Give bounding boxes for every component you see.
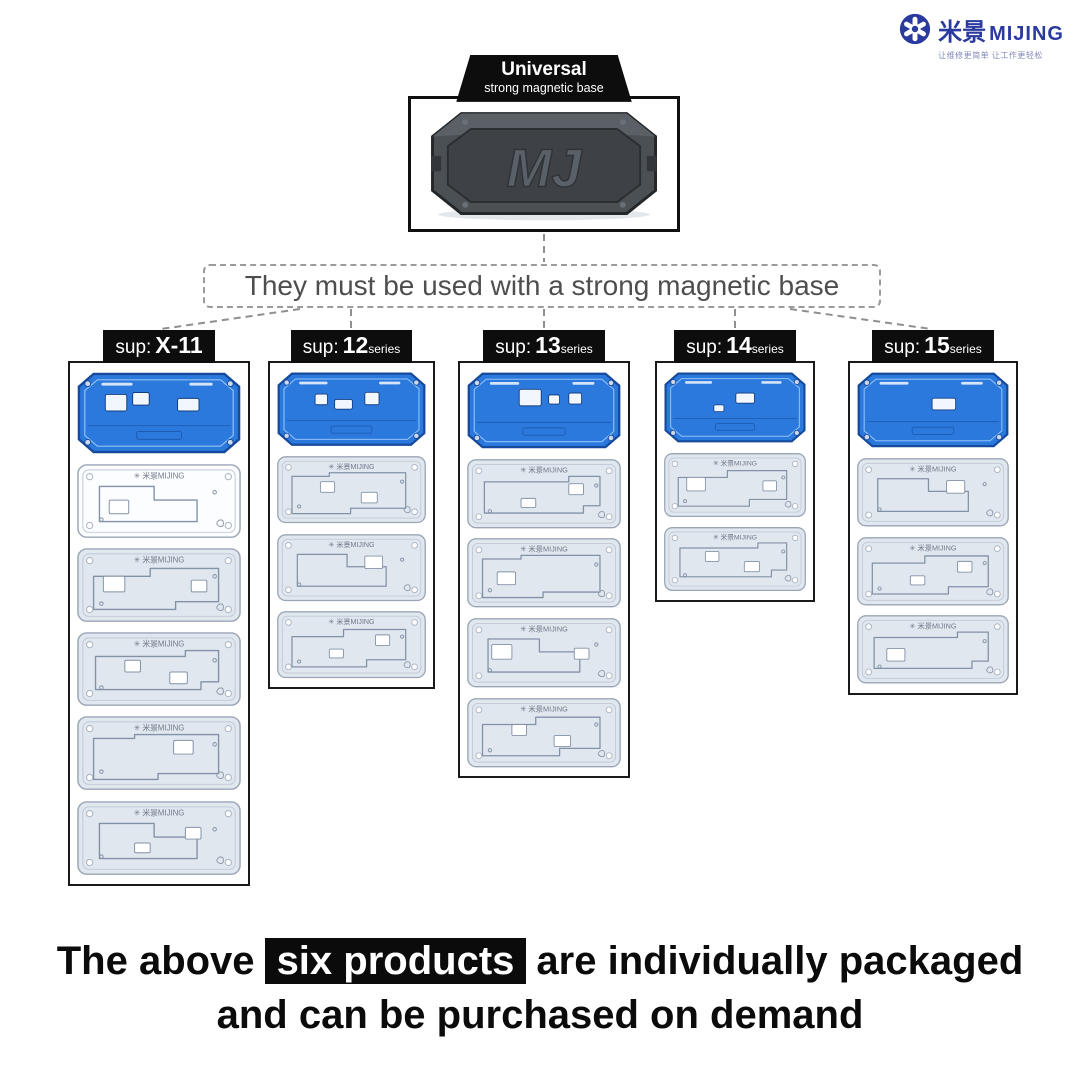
blue-platform-card (856, 371, 1010, 449)
product-column: sup:15series ✳ 米景MIJING ✳ 米景MIJING ✳ 米景M… (848, 330, 1018, 695)
header-model: 15 (924, 332, 950, 358)
footer-line1-before: The above (56, 939, 255, 983)
product-column: sup:13series ✳ 米景MIJING ✳ 米景MIJING ✳ 米景M… (458, 330, 630, 779)
column-header: sup:13series (483, 330, 605, 363)
svg-text:✳ 米景MIJING: ✳ 米景MIJING (520, 545, 568, 554)
header-series: series (751, 342, 784, 356)
svg-text:✳ 米景MIJING: ✳ 米景MIJING (134, 555, 185, 565)
product-column: sup:X-11 ✳ 米景MIJING ✳ 米景MIJING ✳ 米景MIJIN… (68, 330, 250, 886)
svg-text:✳ 米景MIJING: ✳ 米景MIJING (134, 471, 185, 481)
column-header: sup:14series (674, 330, 796, 363)
column-box: ✳ 米景MIJING ✳ 米景MIJING (655, 361, 815, 602)
header-model: 13 (535, 332, 561, 358)
magnetic-base-illustration: MJ (431, 112, 657, 221)
header-model: 14 (726, 332, 752, 358)
header-prefix: sup: (302, 337, 339, 358)
svg-text:✳ 米景MIJING: ✳ 米景MIJING (713, 458, 757, 467)
column-box: ✳ 米景MIJING ✳ 米景MIJING ✳ 米景MIJING ✳ 米景MIJ… (68, 361, 250, 886)
svg-text:✳ 米景MIJING: ✳ 米景MIJING (328, 617, 374, 626)
brand-logo: 米景 MIJING 让维修更简单 让工作更轻松 (898, 12, 1064, 61)
column-box: ✳ 米景MIJING ✳ 米景MIJING ✳ 米景MIJING ✳ 米景MIJ… (458, 361, 630, 779)
svg-text:✳ 米景MIJING: ✳ 米景MIJING (909, 543, 956, 552)
badge-title: Universal (501, 59, 587, 80)
stencil-card: ✳ 米景MIJING (663, 526, 807, 592)
svg-text:✳ 米景MIJING: ✳ 米景MIJING (134, 807, 185, 817)
footer-line2: and can be purchased on demand (216, 993, 864, 1037)
header-series: series (949, 342, 982, 356)
svg-text:✳ 米景MIJING: ✳ 米景MIJING (328, 463, 374, 472)
stencil-card: ✳ 米景MIJING (466, 617, 622, 689)
blue-platform-card (76, 371, 242, 455)
header-prefix: sup: (495, 337, 532, 358)
magnetic-base-image: MJ (408, 96, 680, 232)
universal-badge: Universal strong magnetic base (456, 55, 632, 102)
blue-platform-card (466, 371, 622, 450)
column-box: ✳ 米景MIJING ✳ 米景MIJING ✳ 米景MIJING (848, 361, 1018, 695)
header-prefix: sup: (115, 337, 152, 358)
stencil-card: ✳ 米景MIJING (276, 610, 427, 679)
stencil-card: ✳ 米景MIJING (856, 614, 1010, 685)
header-model: 12 (342, 332, 369, 358)
stencil-card: ✳ 米景MIJING (76, 547, 242, 623)
brand-text: 米景 MIJING 让维修更简单 让工作更轻松 (938, 12, 1064, 61)
mj-emblem: MJ (507, 139, 583, 199)
blue-platform-card (663, 371, 807, 444)
header-series: series (560, 342, 593, 356)
svg-text:✳ 米景MIJING: ✳ 米景MIJING (909, 464, 956, 473)
column-header: sup:15series (872, 330, 994, 363)
column-box: ✳ 米景MIJING ✳ 米景MIJING ✳ 米景MIJING (268, 361, 435, 690)
stencil-card: ✳ 米景MIJING (856, 536, 1010, 607)
callout-note: They must be used with a strong magnetic… (203, 264, 881, 308)
mijing-logo-icon (899, 13, 931, 45)
svg-text:✳ 米景MIJING: ✳ 米景MIJING (520, 704, 568, 713)
stencil-card: ✳ 米景MIJING (76, 800, 242, 876)
svg-text:✳ 米景MIJING: ✳ 米景MIJING (520, 625, 568, 634)
svg-text:✳ 米景MIJING: ✳ 米景MIJING (520, 466, 568, 475)
header-model: X-11 (155, 332, 203, 358)
brand-name-en: MIJING (989, 23, 1064, 45)
brand-slogan: 让维修更简单 让工作更轻松 (938, 51, 1043, 60)
badge-subtitle: strong magnetic base (484, 80, 604, 95)
stencil-card: ✳ 米景MIJING (276, 533, 427, 602)
footer-line1-after: are individually packaged (536, 939, 1024, 983)
stencil-card: ✳ 米景MIJING (663, 452, 807, 518)
svg-text:✳ 米景MIJING: ✳ 米景MIJING (713, 532, 757, 541)
stencil-card: ✳ 米景MIJING (466, 537, 622, 609)
stencil-card: ✳ 米景MIJING (76, 715, 242, 791)
brand-name-cn: 米景 (938, 19, 987, 46)
stencil-card: ✳ 米景MIJING (76, 463, 242, 539)
product-column: sup:14series ✳ 米景MIJING ✳ 米景MIJING (655, 330, 815, 602)
svg-text:✳ 米景MIJING: ✳ 米景MIJING (328, 540, 374, 549)
stencil-card: ✳ 米景MIJING (276, 455, 427, 524)
stencil-card: ✳ 米景MIJING (856, 457, 1010, 528)
blue-platform-card (276, 371, 427, 447)
header-prefix: sup: (686, 337, 723, 358)
svg-text:✳ 米景MIJING: ✳ 米景MIJING (134, 723, 185, 733)
column-header: sup:X-11 (103, 330, 215, 363)
header-series: series (368, 342, 401, 356)
column-header: sup:12series (290, 330, 413, 363)
stencil-card: ✳ 米景MIJING (466, 697, 622, 769)
stencil-card: ✳ 米景MIJING (76, 631, 242, 707)
stencil-card: ✳ 米景MIJING (466, 458, 622, 530)
footer-highlight: six products (264, 938, 527, 984)
header-prefix: sup: (884, 337, 921, 358)
svg-text:✳ 米景MIJING: ✳ 米景MIJING (134, 639, 185, 649)
svg-text:✳ 米景MIJING: ✳ 米景MIJING (909, 622, 956, 631)
product-column: sup:12series ✳ 米景MIJING ✳ 米景MIJING ✳ 米景M… (268, 330, 435, 690)
